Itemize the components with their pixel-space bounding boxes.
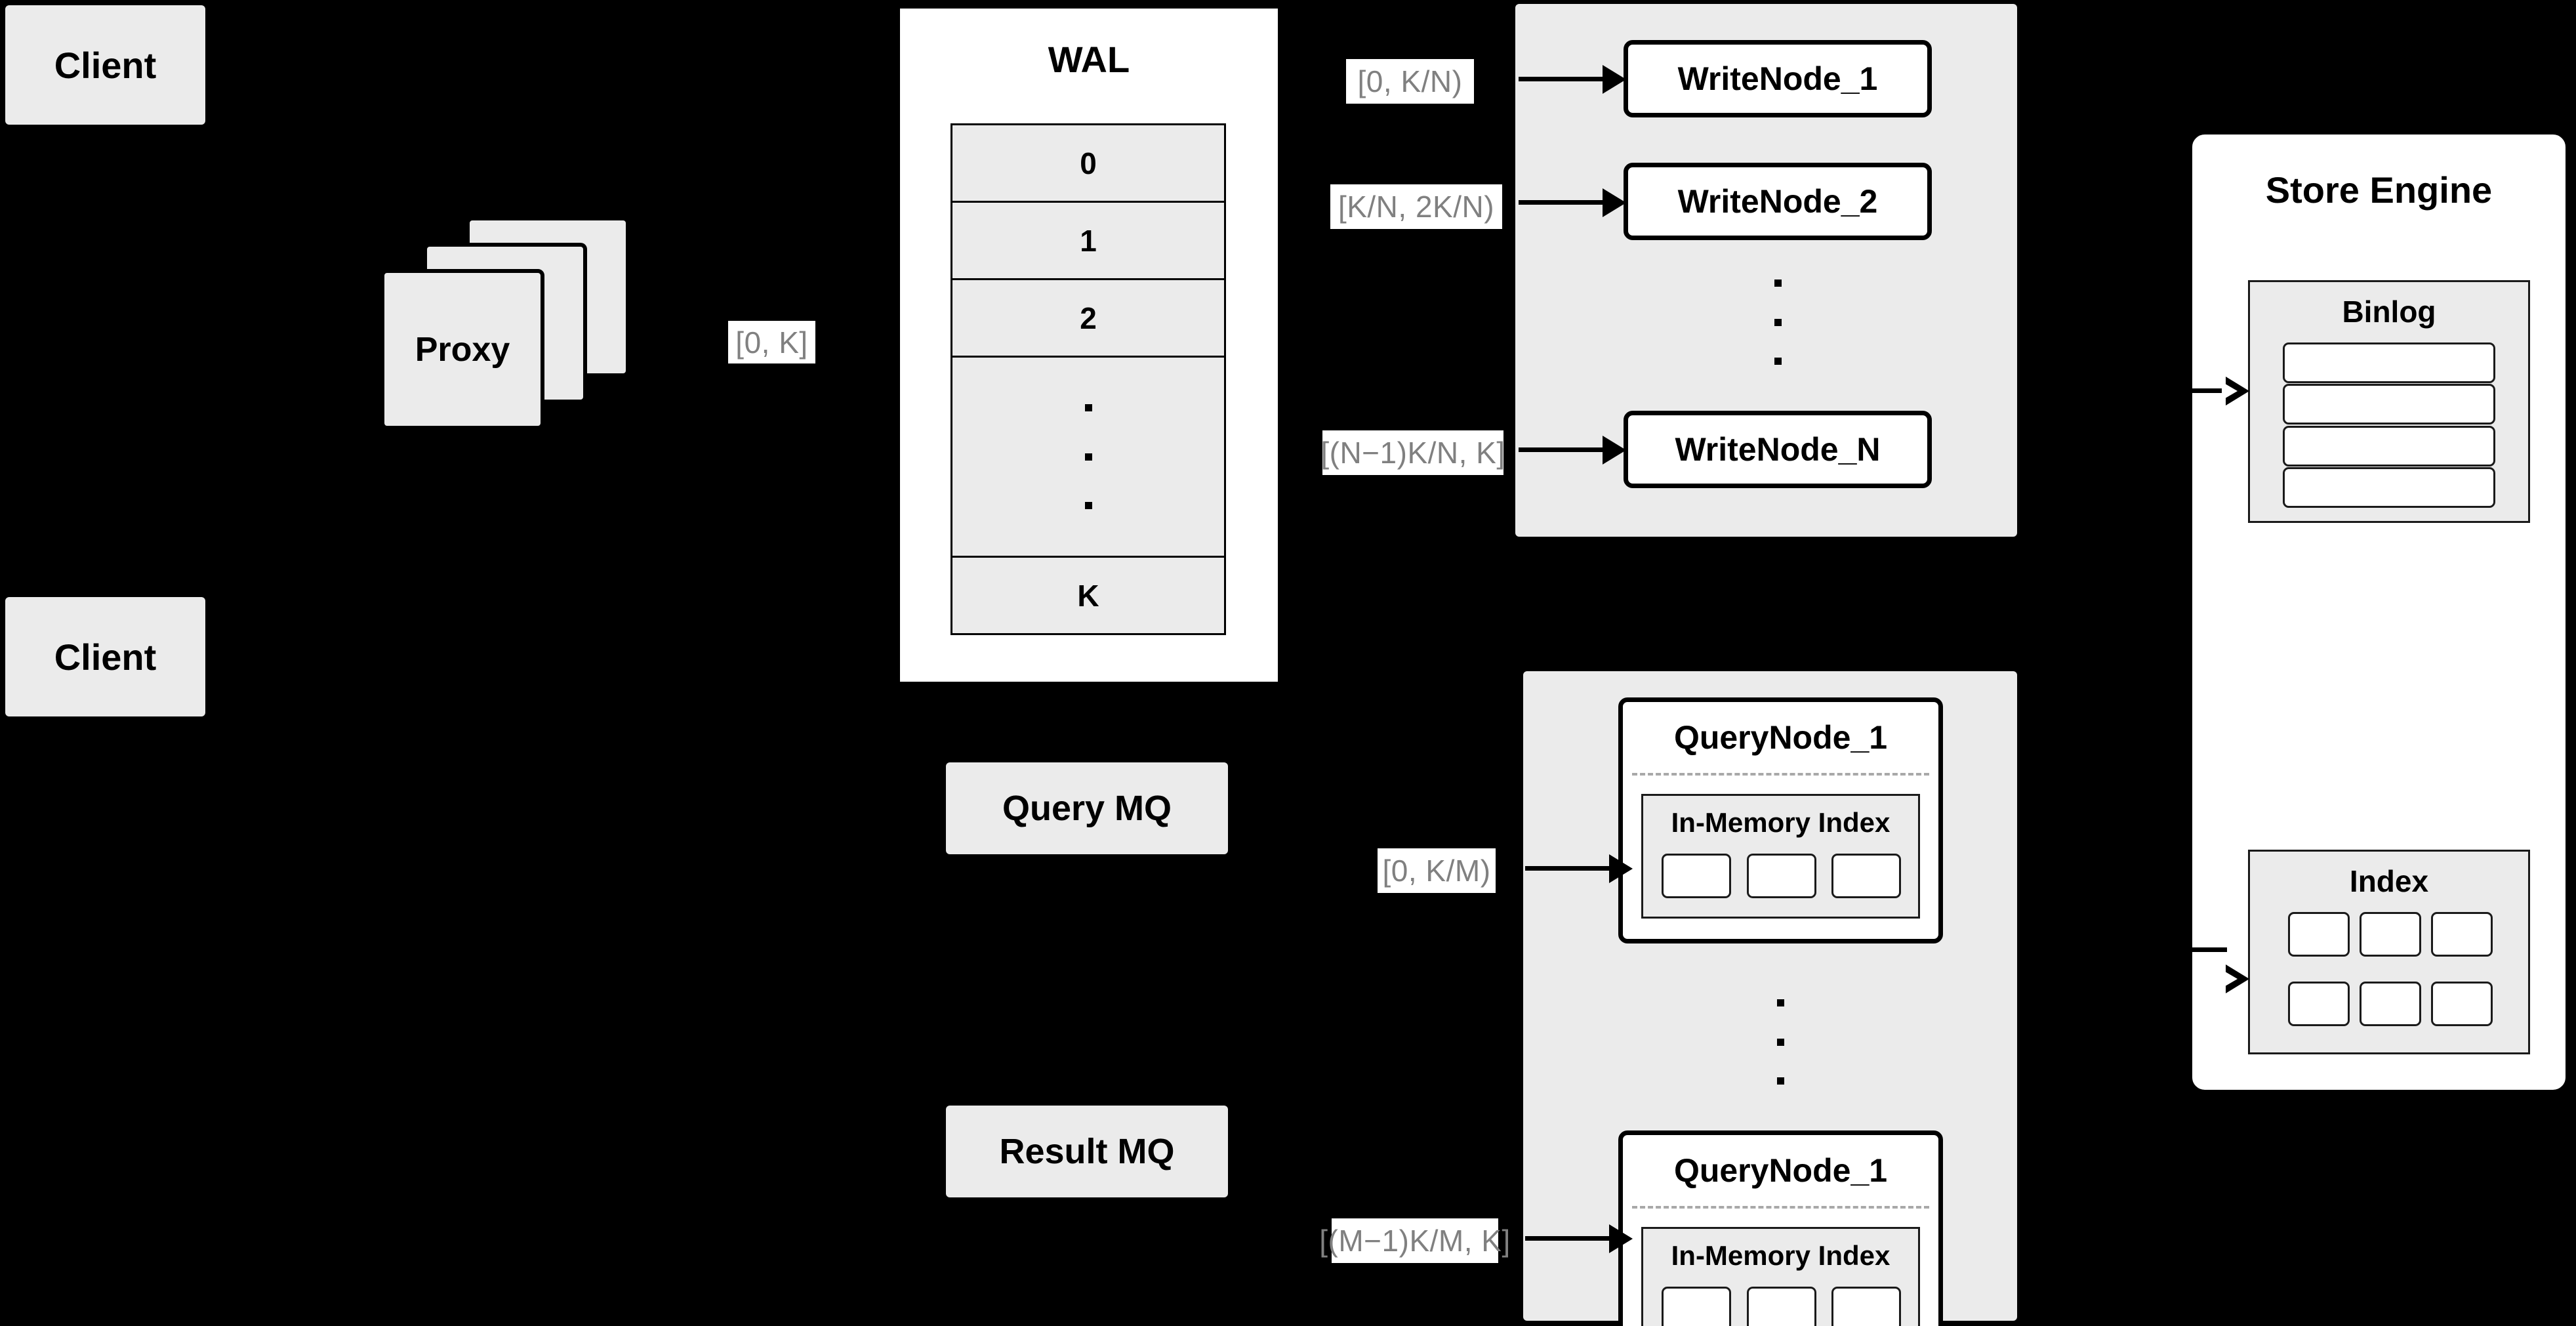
query-node-2-label: QueryNode_1	[1673, 1152, 1888, 1189]
query-mq-box[interactable]: Query MQ	[946, 762, 1228, 854]
arrow-line-querynode-1	[1525, 866, 1610, 871]
arrow-head-to-binlog	[2222, 377, 2249, 405]
wal-panel: WAL 0 1 2 K	[895, 4, 1282, 686]
store-index-label: Index	[2349, 864, 2429, 898]
arrow-head-querynode-m	[1609, 1224, 1633, 1253]
arrow-head-to-store-index	[2222, 964, 2249, 993]
store-index-slot	[2360, 982, 2421, 1026]
store-index-slot	[2431, 912, 2493, 957]
wal-row-2: 2	[952, 280, 1224, 358]
index-slot	[1662, 1287, 1731, 1326]
arrow-head-writenode-1	[1603, 65, 1626, 94]
query-node-2-index-panel: In-Memory Index	[1641, 1227, 1920, 1326]
query-node-1-index-panel: In-Memory Index	[1641, 794, 1920, 919]
arrow-line-querynode-m	[1525, 1236, 1610, 1241]
query-group-ellipsis	[1774, 999, 1787, 1085]
client-box-1[interactable]: Client	[5, 5, 205, 125]
arrow-head-querynode-1	[1609, 854, 1633, 883]
edge-label-querynode-m: [(M−1)K/M, K]	[1319, 1218, 1510, 1263]
write-group-ellipsis	[1771, 280, 1784, 365]
edge-label-writenode-2: [K/N, 2K/N)	[1330, 184, 1502, 229]
client-box-2[interactable]: Client	[5, 597, 205, 716]
wal-title: WAL	[1048, 38, 1130, 80]
client-label-1: Client	[54, 44, 157, 86]
query-mq-label: Query MQ	[1002, 789, 1172, 828]
arrow-line-writenode-1	[1519, 77, 1604, 81]
query-node-1-index-slots	[1662, 854, 1901, 902]
store-index-panel: Index	[2248, 850, 2530, 1054]
store-index-slot	[2360, 912, 2421, 957]
write-node-2-label: WriteNode_2	[1677, 183, 1878, 220]
result-mq-box[interactable]: Result MQ	[946, 1106, 1228, 1197]
wal-row-ellipsis	[952, 358, 1224, 558]
proxy-card-front[interactable]: Proxy	[380, 269, 544, 430]
binlog-bar	[2283, 425, 2495, 466]
query-node-1-separator	[1632, 773, 1929, 776]
wal-row-k: K	[1077, 578, 1099, 613]
index-slot	[1831, 854, 1901, 898]
store-index-slots	[2288, 912, 2493, 1026]
store-index-slot	[2288, 912, 2350, 957]
arrow-line-to-store-index	[2188, 947, 2227, 952]
edge-label-writenode-1: [0, K/N)	[1346, 59, 1474, 104]
arrow-head-writenode-n	[1603, 436, 1626, 465]
write-node-group: WriteNode_1 WriteNode_2 WriteNode_N	[1515, 4, 2017, 537]
query-node-2-index-slots	[1662, 1287, 1901, 1326]
edge-label-writenode-n: [(N−1)K/N, K]	[1320, 430, 1505, 475]
query-node-2-index-label: In-Memory Index	[1671, 1240, 1891, 1271]
store-index-slot	[2431, 982, 2493, 1026]
write-node-n-label: WriteNode_N	[1675, 431, 1881, 468]
index-slot	[1746, 854, 1816, 898]
query-node-1-label: QueryNode_1	[1673, 719, 1888, 756]
proxy-stack[interactable]: Proxy	[380, 217, 643, 433]
arrow-head-writenode-2	[1603, 188, 1626, 217]
store-engine-panel: Store Engine Binlog Index	[2188, 130, 2570, 1094]
binlog-bar	[2283, 342, 2495, 383]
wal-row-1: 1	[952, 203, 1224, 280]
store-engine-title: Store Engine	[2265, 169, 2493, 211]
binlog-bars	[2283, 342, 2495, 508]
binlog-label: Binlog	[2342, 295, 2436, 329]
result-mq-label: Result MQ	[999, 1132, 1175, 1171]
query-node-2-separator	[1632, 1206, 1929, 1209]
wal-ellipsis-dots	[1084, 404, 1092, 509]
query-node-2[interactable]: QueryNode_1 In-Memory Index	[1618, 1130, 1943, 1326]
binlog-bar	[2283, 384, 2495, 425]
edge-label-proxy-to-wal: [0, K]	[728, 321, 815, 363]
query-node-1-index-label: In-Memory Index	[1671, 807, 1891, 838]
query-node-group: QueryNode_1 In-Memory Index QueryNode_1	[1523, 671, 2017, 1326]
write-node-1[interactable]: WriteNode_1	[1624, 40, 1932, 117]
proxy-label: Proxy	[415, 330, 510, 369]
binlog-bar	[2283, 466, 2495, 508]
edge-label-querynode-1: [0, K/M)	[1378, 848, 1496, 893]
wal-table: 0 1 2 K	[951, 123, 1226, 635]
arrow-line-to-binlog	[2188, 388, 2227, 393]
binlog-panel: Binlog	[2248, 280, 2530, 523]
write-node-1-label: WriteNode_1	[1677, 60, 1878, 97]
index-slot	[1662, 854, 1731, 898]
store-index-slot	[2288, 982, 2350, 1026]
query-node-1[interactable]: QueryNode_1 In-Memory Index	[1618, 697, 1943, 943]
client-label-2: Client	[54, 636, 157, 678]
index-slot	[1746, 1287, 1816, 1326]
write-node-n[interactable]: WriteNode_N	[1624, 411, 1932, 488]
wal-row-0: 0	[952, 125, 1224, 203]
index-slot	[1831, 1287, 1901, 1326]
write-node-2[interactable]: WriteNode_2	[1624, 163, 1932, 240]
arrow-line-writenode-n	[1519, 447, 1604, 452]
arrow-line-writenode-2	[1519, 200, 1604, 205]
